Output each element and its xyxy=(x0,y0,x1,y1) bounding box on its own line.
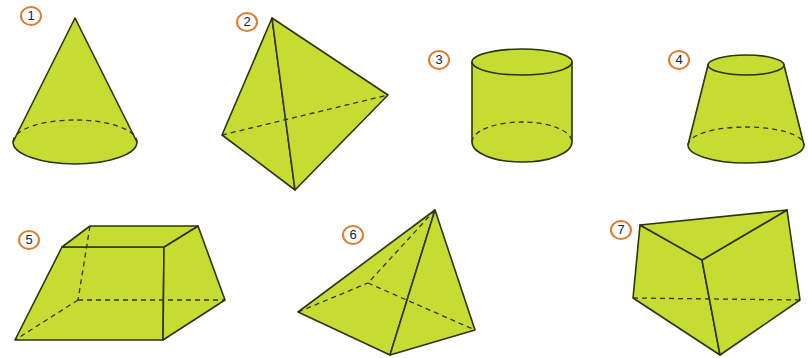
callout-number: 3 xyxy=(428,50,450,70)
truncated-cone xyxy=(688,55,804,163)
callout-number: 5 xyxy=(18,230,40,250)
callout-number: 2 xyxy=(236,12,258,32)
callout-number: 4 xyxy=(668,50,690,70)
cone xyxy=(13,18,137,164)
truncated-pyramid xyxy=(15,226,225,340)
tetrahedron xyxy=(222,18,388,190)
callout-number: 1 xyxy=(20,6,42,26)
callout-number: 6 xyxy=(342,225,364,245)
cylinder xyxy=(472,49,572,162)
callout-number: 7 xyxy=(610,220,632,240)
pyramid xyxy=(298,210,475,355)
truncated-triangular-pyramid xyxy=(633,210,800,355)
